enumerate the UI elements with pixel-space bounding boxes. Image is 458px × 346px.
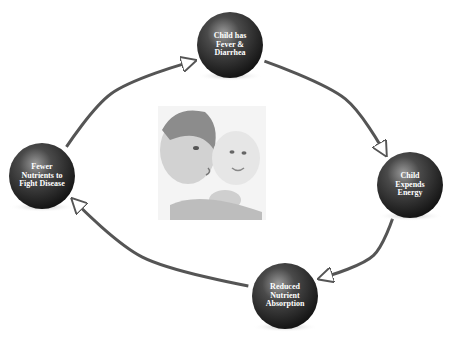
photo (158, 106, 266, 220)
cycle-sphere: Reduced Nutrient Absorption (252, 263, 318, 329)
cycle-sphere: Fewer Nutrients to Fight Disease (9, 143, 75, 209)
cycle-arrow (330, 219, 393, 276)
step-text: Child has Fever & Diarrhea (205, 32, 255, 58)
cycle-sphere: Child has Fever & Diarrhea (197, 12, 263, 78)
step-text: Reduced Nutrient Absorption (260, 283, 310, 309)
sphere-body: Reduced Nutrient Absorption (252, 263, 318, 329)
cycle-sphere: Child Expends Energy (377, 152, 443, 218)
cycle-arrow (80, 207, 248, 286)
sphere-body: Child has Fever & Diarrhea (197, 12, 263, 78)
cycle-arrow (66, 64, 184, 147)
sphere-body: Fewer Nutrients to Fight Disease (9, 143, 75, 209)
cycle-arrow (264, 61, 380, 146)
sphere-body: Child Expends Energy (377, 152, 443, 218)
step-text: Fewer Nutrients to Fight Disease (17, 163, 67, 189)
step-text: Child Expends Energy (385, 172, 435, 198)
